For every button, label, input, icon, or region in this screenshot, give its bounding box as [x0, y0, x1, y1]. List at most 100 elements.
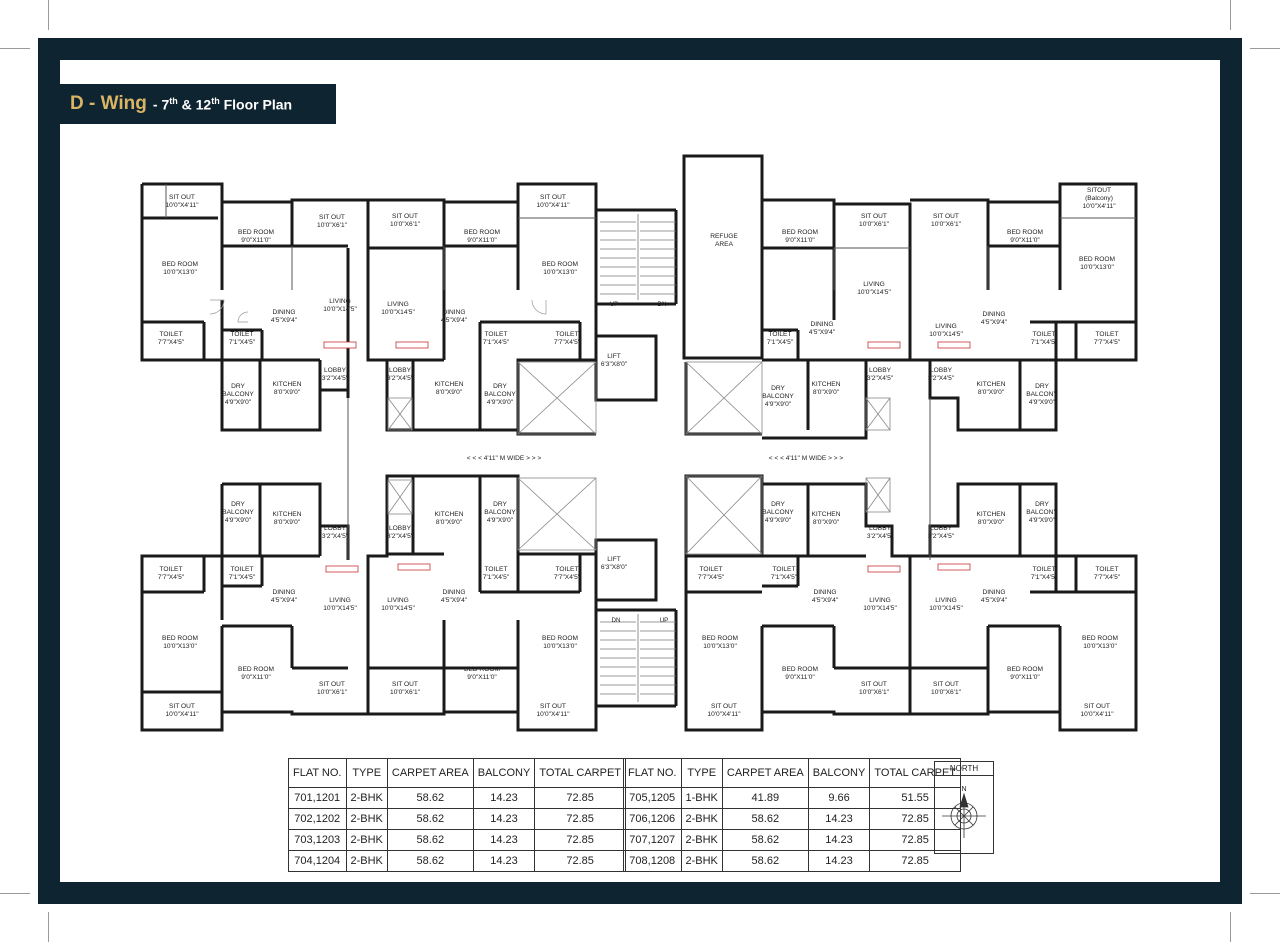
label-line: SIT OUT [319, 214, 345, 221]
cell: 702,1202 [288, 808, 347, 830]
label-line: TOILET [1096, 331, 1119, 338]
label-line: BED ROOM [464, 229, 500, 236]
label-line: SIT OUT [861, 213, 887, 220]
wall [142, 202, 348, 290]
label-line: LOBBY [930, 367, 953, 374]
cell: 58.62 [721, 808, 809, 830]
label-line: BED ROOM [162, 635, 198, 642]
label-line: DINING [813, 589, 836, 596]
label-line: KITCHEN [435, 511, 464, 518]
label-line: BED ROOM [1007, 229, 1043, 236]
label-line: DINING [810, 321, 833, 328]
label-line: LOBBY [930, 525, 953, 532]
label-line: 10'0"X14'5" [381, 309, 415, 316]
label-line: 8'0"X9'0" [436, 389, 463, 396]
label-line: KITCHEN [812, 511, 841, 518]
label-line: 3'2"X4'5" [387, 533, 414, 540]
wall [684, 482, 912, 732]
label-line: TOILET [556, 566, 579, 573]
col-balcony: BALCONY [472, 758, 536, 788]
cell: 706,1206 [623, 808, 682, 830]
label-line: 9'0"X11'0" [1010, 674, 1040, 681]
thin-lines [165, 184, 1136, 560]
label-line: REFUGE [710, 233, 738, 240]
stair-up-label: UP [660, 617, 669, 624]
wall [142, 300, 264, 360]
label-line: 4'5"X9'4" [809, 329, 836, 336]
area-table-left: FLAT NO. TYPE CARPET AREA BALCONY TOTAL … [288, 758, 627, 872]
cell: 14.23 [807, 829, 871, 851]
col-total-carpet: TOTAL CARPET [869, 758, 962, 788]
label-line: SIT OUT [392, 213, 418, 220]
shaft-cross [685, 475, 763, 555]
wall [594, 538, 658, 602]
label-line: LIVING [869, 597, 891, 604]
crop-mark [1250, 48, 1280, 49]
label-line: SIT OUT [1084, 703, 1110, 710]
cell: 58.62 [386, 850, 474, 872]
partition [347, 398, 931, 560]
label-line: 10'0"X4'11" [536, 202, 570, 209]
cell: 58.62 [386, 787, 474, 809]
label-line: LIVING [329, 597, 351, 604]
label-line: 10'0"X6'1" [931, 221, 962, 228]
label-line: 4'5"X9'4" [812, 597, 839, 604]
label-line: TOILET [160, 331, 183, 338]
area-tag [395, 341, 429, 349]
cell: 707,1207 [623, 829, 682, 851]
label-line: TOILET [231, 566, 254, 573]
label-line: 6'3"X8'0" [601, 361, 628, 368]
label-line: DINING [982, 589, 1005, 596]
label-line: 10'0"X13'0" [163, 643, 197, 650]
label-line: TOILET [160, 566, 183, 573]
label-line: 4'5"X9'4" [271, 317, 298, 324]
stair-dn-label: DN [612, 617, 621, 624]
door-swings [209, 299, 547, 323]
label-line: 8'0"X9'0" [978, 519, 1005, 526]
cell: 708,1208 [623, 850, 682, 872]
label-line: BED ROOM [782, 666, 818, 673]
floor-title: - 7th & 12th Floor Plan [152, 95, 293, 113]
label-line: LIVING [935, 323, 957, 330]
duct [865, 477, 891, 513]
cell: 58.62 [386, 808, 474, 830]
label-line: DINING [272, 589, 295, 596]
area-tag [323, 341, 357, 349]
label-line: 9'0"X11'0" [785, 237, 815, 244]
col-flat-no: FLAT NO. [288, 758, 347, 788]
label-line: 10'0"X14'5" [929, 331, 963, 338]
wall [222, 358, 350, 430]
label-line: 7'7"X4'5" [158, 574, 185, 581]
wall [762, 624, 910, 670]
label-line: LIFT [607, 353, 621, 360]
label-line: BED ROOM [782, 229, 818, 236]
wall [368, 620, 520, 714]
cell: 2-BHK [345, 850, 388, 872]
